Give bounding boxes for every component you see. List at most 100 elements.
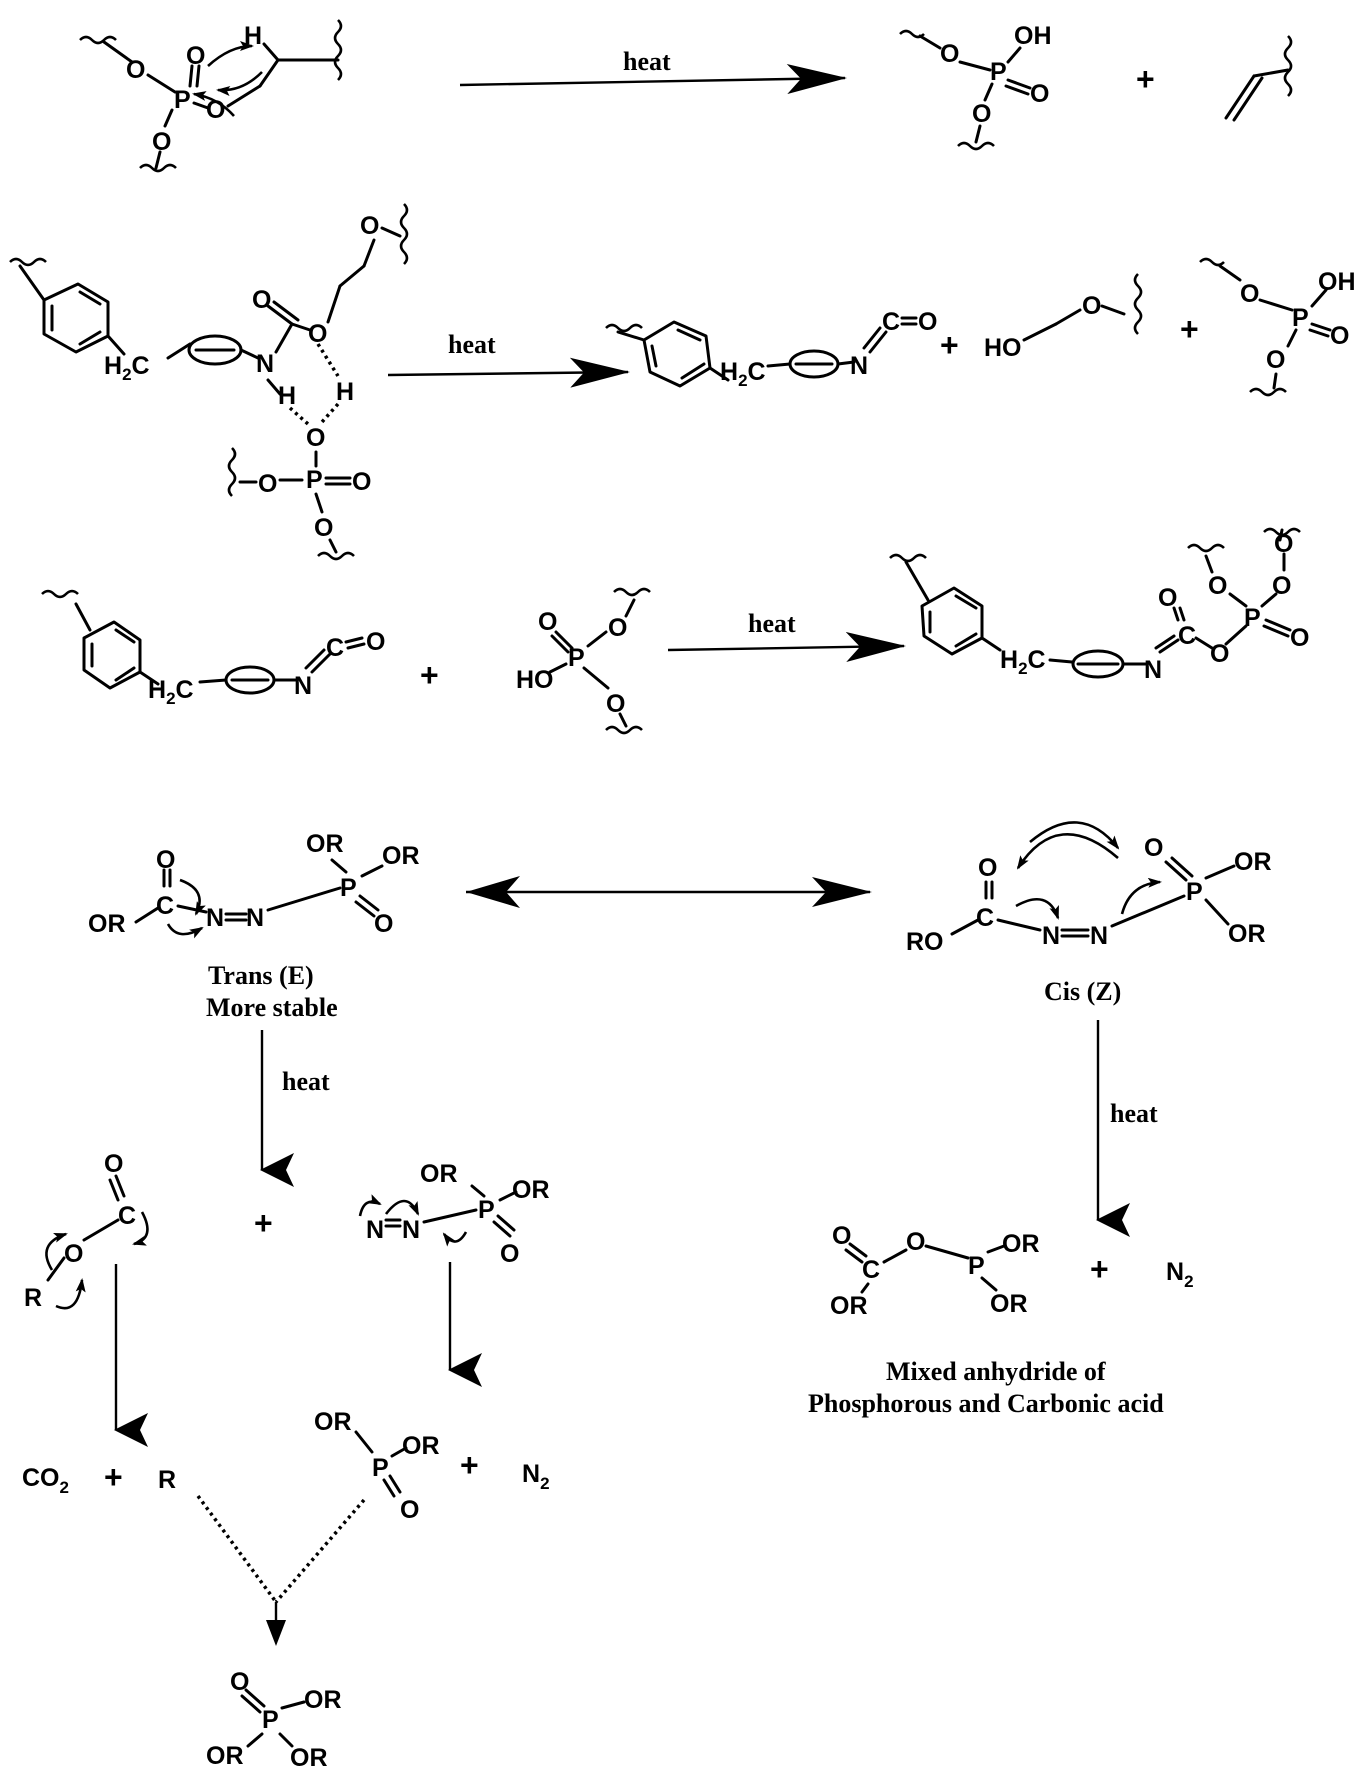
atom-o: O bbox=[126, 56, 145, 84]
atom-p: P bbox=[478, 1196, 495, 1224]
plus-sign: + bbox=[460, 1447, 479, 1483]
heat-label: heat bbox=[748, 609, 796, 638]
atom-n: N bbox=[850, 352, 868, 380]
atom-o: O bbox=[500, 1240, 519, 1268]
trans-label-line1: Trans (E) bbox=[208, 961, 314, 990]
atom-o: O bbox=[400, 1496, 419, 1524]
atom-o: O bbox=[360, 212, 379, 240]
atom-or: OR bbox=[1002, 1230, 1040, 1258]
plus-sign: + bbox=[940, 327, 959, 363]
plus-sign: + bbox=[1090, 1251, 1109, 1287]
atom-n: N bbox=[1144, 656, 1162, 684]
dotted-combination-line bbox=[274, 1498, 366, 1604]
atom-or: OR bbox=[88, 910, 126, 938]
mixed-anhydride: O C O P OR OR OR bbox=[830, 1222, 1040, 1320]
atom-p: P bbox=[340, 874, 357, 902]
atom-h2c: H2C bbox=[104, 352, 150, 384]
atom-o: O bbox=[152, 128, 171, 156]
atom-o: O bbox=[1208, 572, 1227, 600]
atom-oh: OH bbox=[1318, 268, 1356, 296]
phosphite-product: OR P OR O + N2 bbox=[314, 1408, 550, 1524]
atom-or: OR bbox=[314, 1408, 352, 1436]
atom-p: P bbox=[990, 58, 1007, 86]
atom-c: C bbox=[976, 904, 994, 932]
atom-o: O bbox=[1158, 584, 1177, 612]
cis-label: Cis (Z) bbox=[1044, 977, 1121, 1006]
atom-n: N bbox=[1090, 922, 1108, 950]
atom-n: N bbox=[366, 1216, 384, 1244]
atom-o: O bbox=[374, 910, 393, 938]
atom-o: O bbox=[252, 286, 271, 314]
row2-product-isocyanate: H2C N C O bbox=[605, 308, 937, 390]
atom-or: OR bbox=[402, 1432, 440, 1460]
atom-o: O bbox=[1266, 346, 1285, 374]
reaction-arrow bbox=[667, 631, 906, 662]
atom-o: O bbox=[186, 42, 205, 70]
atom-ho: HO bbox=[984, 334, 1022, 362]
atom-n: N bbox=[256, 350, 274, 378]
atom-or: OR bbox=[1228, 920, 1266, 948]
atom-o: O bbox=[1272, 572, 1291, 600]
row1-reactant: O P O O H O bbox=[79, 19, 343, 173]
plus-sign: + bbox=[1136, 61, 1155, 97]
trans-isomer: OR C O N N P OR OR O bbox=[88, 830, 420, 939]
atom-o: O bbox=[978, 854, 997, 882]
azophosphonate-fragment: N N P OR OR O bbox=[358, 1160, 550, 1268]
atom-h2c: H2C bbox=[1000, 646, 1046, 678]
atom-n: N bbox=[246, 904, 264, 932]
atom-o: O bbox=[64, 1240, 83, 1268]
atom-p: P bbox=[1292, 304, 1309, 332]
atom-p: P bbox=[174, 86, 191, 114]
atom-o: O bbox=[1210, 640, 1229, 668]
row1-product-alkene bbox=[1224, 35, 1293, 122]
atom-p: P bbox=[372, 1454, 389, 1482]
atom-or: OR bbox=[830, 1292, 868, 1320]
atom-o: O bbox=[1330, 322, 1349, 350]
row3-reactant-phosphoric-acid: O P O HO O bbox=[516, 587, 651, 735]
atom-n: N bbox=[206, 904, 224, 932]
atom-or: OR bbox=[306, 830, 344, 858]
atom-o: O bbox=[156, 846, 175, 874]
atom-o: O bbox=[308, 320, 327, 348]
atom-c: C bbox=[862, 1256, 880, 1284]
wavy-bond bbox=[79, 35, 117, 45]
heat-label: heat bbox=[282, 1067, 330, 1096]
atom-c: C bbox=[882, 308, 900, 336]
atom-n: N bbox=[402, 1216, 420, 1244]
row1-product-phosphoric-acid: O P OH O O bbox=[899, 22, 1052, 151]
row3-reactant-isocyanate: H2C N C O bbox=[41, 589, 385, 708]
atom-n: N bbox=[294, 672, 312, 700]
reaction-arrow bbox=[387, 357, 630, 388]
atom-or: OR bbox=[1234, 848, 1272, 876]
atom-h2c: H2C bbox=[148, 676, 194, 708]
atom-or: OR bbox=[290, 1744, 328, 1771]
atom-or: OR bbox=[304, 1686, 342, 1714]
cis-isomer: RO C O N N P O OR OR bbox=[906, 821, 1272, 956]
phosphate-product: O P OR OR OR bbox=[206, 1668, 342, 1771]
row2-product-phosphoric-acid: O P OH O O bbox=[1199, 257, 1356, 397]
heat-label: heat bbox=[448, 330, 496, 359]
atom-o: O bbox=[608, 614, 627, 642]
atom-p: P bbox=[306, 466, 323, 494]
dotted-combination-line bbox=[196, 1494, 278, 1604]
row2-reactant: H2C N O O O O H H O P O O O bbox=[9, 203, 409, 561]
atom-c: C bbox=[118, 1202, 136, 1230]
atom-o: O bbox=[306, 424, 325, 452]
carbonate-fragment: O C O R bbox=[24, 1150, 149, 1312]
products-co2-r: CO2 + R bbox=[22, 1459, 176, 1497]
equilibrium-arrow-left-head bbox=[466, 876, 520, 908]
benzene-ring bbox=[42, 282, 110, 354]
atom-c: C bbox=[326, 634, 344, 662]
reaction-arrow bbox=[459, 64, 847, 95]
atom-o: O bbox=[1030, 80, 1049, 108]
plus-sign: + bbox=[1180, 311, 1199, 347]
atom-o: O bbox=[832, 1222, 851, 1250]
anhydride-label-line2: Phosphorous and Carbonic acid bbox=[808, 1389, 1164, 1418]
atom-or: OR bbox=[206, 1742, 244, 1770]
atom-oh: OH bbox=[1014, 22, 1052, 50]
atom-ro: RO bbox=[906, 928, 944, 956]
atom-o: O bbox=[538, 608, 557, 636]
heat-label: heat bbox=[623, 47, 671, 76]
atom-o: O bbox=[606, 690, 625, 718]
